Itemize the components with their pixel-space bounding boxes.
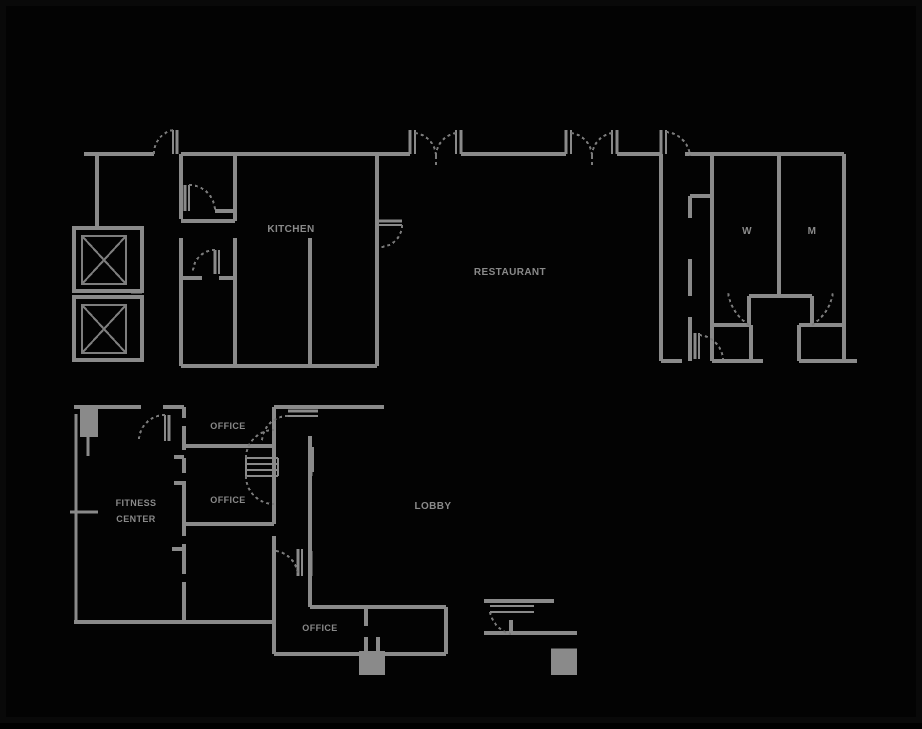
structural-columns — [80, 407, 577, 675]
label-office-mid: OFFICE — [210, 495, 245, 505]
label-restroom-women: W — [742, 226, 752, 237]
label-restaurant: RESTAURANT — [474, 267, 546, 278]
door-swing-restroom-corr — [665, 131, 691, 157]
door-swing-restroom-women — [727, 291, 750, 326]
door-swing-kitchen-int — [192, 249, 216, 273]
label-lobby: LOBBY — [415, 501, 452, 512]
door-swing-fitness — [138, 413, 166, 440]
floor-plan-drawing: KITCHEN RESTAURANT W M FITNESS CENTER OF… — [70, 129, 857, 675]
door-swing-restroom-men — [811, 291, 834, 326]
door-swing-rest-d1-right — [435, 132, 457, 157]
door-swing-service — [698, 334, 724, 360]
door-swing-rest-d2-right — [591, 132, 613, 157]
label-office-south: OFFICE — [302, 623, 337, 633]
label-office-north: OFFICE — [210, 421, 245, 431]
door-swing-corridor-entry — [152, 129, 174, 155]
door-swing-corr-lower — [245, 475, 275, 505]
door-swing-kitchen-office — [188, 184, 216, 212]
elevator-x-lower — [81, 304, 127, 354]
column-lobby-se — [551, 651, 577, 675]
elevator-cab-lower — [81, 304, 127, 354]
elevator-x-upper — [81, 235, 127, 285]
elevator-cab-upper — [81, 235, 127, 285]
label-kitchen: KITCHEN — [267, 224, 314, 235]
door-swing-lobby-side — [275, 550, 299, 577]
label-fitness-center-line1: FITNESS — [116, 498, 157, 508]
lower-floor-walls — [70, 405, 577, 656]
room-labels: KITCHEN RESTAURANT W M FITNESS CENTER OF… — [116, 224, 817, 633]
door-swing-kitchen-pass — [379, 224, 403, 248]
column-office-s — [359, 651, 385, 675]
column-fitness-nw — [80, 407, 98, 437]
label-fitness-center-line2: CENTER — [116, 514, 156, 524]
elevator-bank — [72, 226, 144, 362]
stair-run — [245, 457, 279, 477]
upper-doors — [152, 129, 834, 360]
door-swing-rest-d1-left — [414, 132, 437, 157]
elevator-shaft-lower-box — [72, 295, 144, 362]
door-swing-vest — [489, 611, 512, 635]
door-swing-rest-d2-left — [570, 132, 593, 157]
upper-floor-walls — [84, 152, 857, 368]
lower-doors — [138, 409, 534, 635]
label-restroom-men: M — [808, 226, 817, 237]
elevator-cab-markings — [81, 235, 127, 354]
door-swing-office-n — [261, 415, 289, 443]
